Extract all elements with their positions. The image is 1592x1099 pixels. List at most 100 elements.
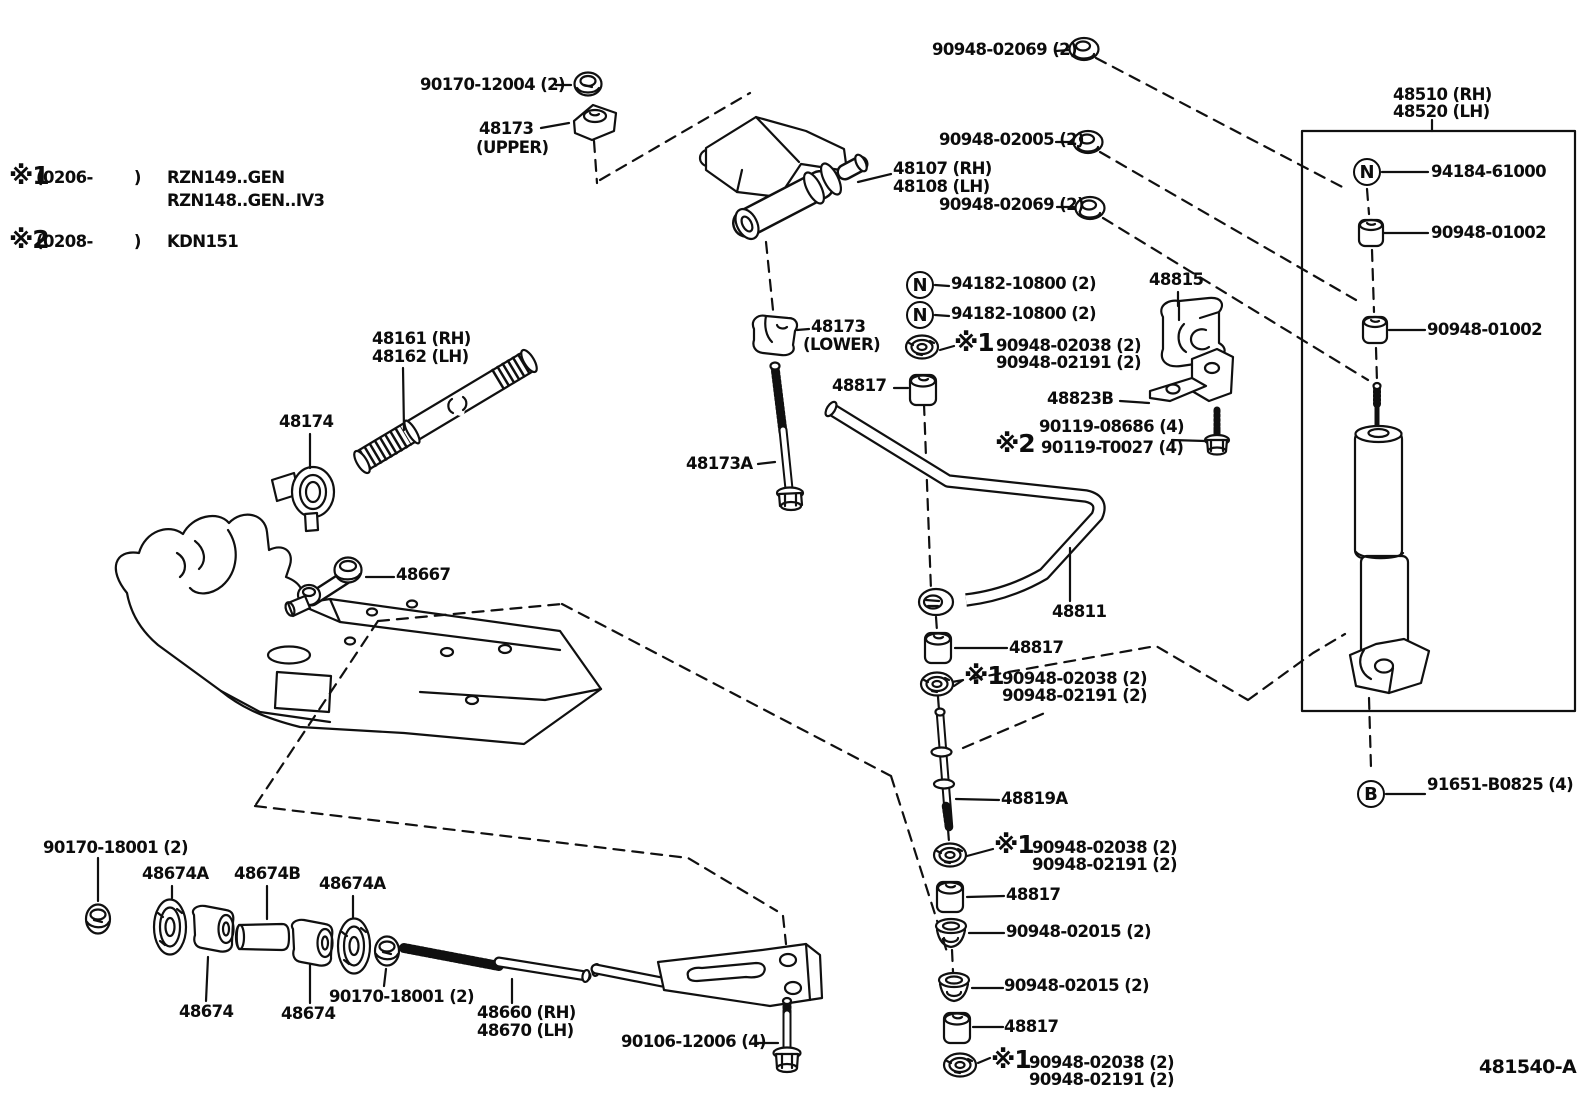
label-48817-2: 48817: [1009, 638, 1064, 657]
label-48823b: 48823B: [1047, 389, 1114, 408]
label-90170-18001-a: 90170-18001 (2): [43, 838, 189, 857]
label-94184-61000: 94184-61000: [1431, 162, 1547, 181]
shock-cushion-icon: [1357, 218, 1385, 248]
upper-cushion-drawing: [572, 103, 618, 142]
note2-model: KDN151: [167, 232, 239, 251]
bushing-icon: [923, 631, 953, 665]
upper-arm-bracket-drawing: [698, 115, 869, 241]
torque-arm-48667-drawing: [284, 556, 363, 618]
label-48674b: 48674B: [234, 864, 301, 883]
label-48108-lh: 48108 (LH): [893, 177, 990, 196]
label-90948-02191-w4: 90948-02191 (2): [1029, 1070, 1175, 1089]
washer-icon: [904, 334, 940, 360]
label-48173-upper-tag: (UPPER): [476, 138, 549, 157]
label-48173a: 48173A: [686, 454, 753, 473]
label-star1-w1: ※1: [954, 328, 995, 357]
shock-absorber-box: [1300, 129, 1577, 713]
dashed-lines: [253, 56, 1379, 974]
leader-lines: [96, 48, 1434, 1065]
note2-marker: ※2: [9, 225, 50, 254]
figure-code: 481540-A: [1479, 1056, 1577, 1078]
cushion-48674-icon: [290, 918, 334, 967]
label-90119-t0027: 90119-T0027 (4): [1041, 438, 1184, 457]
collar-48674b-icon: [234, 922, 291, 952]
label-90948-02038-w4: 90948-02038 (2): [1029, 1053, 1175, 1072]
label-90948-02191-w3: 90948-02191 (2): [1032, 855, 1178, 874]
label-90948-02069-mid: 90948-02069 (2): [939, 195, 1085, 214]
label-48173-lower: 48173: [811, 317, 866, 336]
stabilizer-bar-drawing: [824, 400, 1106, 617]
bushing-icon: [935, 880, 965, 914]
washer-48674a-icon: [152, 898, 188, 956]
label-90170-12004: 90170-12004 (2): [420, 75, 566, 94]
label-48817-4: 48817: [1004, 1017, 1059, 1036]
label-90948-01002-b: 90948-01002: [1427, 320, 1543, 339]
label-48674-2: 48674: [281, 1004, 336, 1023]
label-48674a-2: 48674A: [319, 874, 386, 893]
bushing-icon: [942, 1011, 972, 1045]
label-90948-02015-b: 90948-02015 (2): [1004, 976, 1150, 995]
label-48660-rh: 48660 (RH): [477, 1003, 576, 1022]
bolt-90106-drawing: [772, 996, 802, 1074]
nut-symbol-circle: N: [906, 271, 934, 299]
label-90948-02038-w1: 90948-02038 (2): [996, 336, 1142, 355]
note1-model-a: RZN149..GEN: [167, 168, 285, 187]
washer-icon: [942, 1052, 978, 1078]
label-48817-1: 48817: [832, 376, 887, 395]
washer-48674a-icon: [336, 917, 372, 975]
label-90948-02038-w2: 90948-02038 (2): [1002, 669, 1148, 688]
label-48819a: 48819A: [1001, 789, 1068, 808]
label-90948-02015-a: 90948-02015 (2): [1006, 922, 1152, 941]
label-star1-w4: ※1: [991, 1045, 1032, 1074]
note1-model-b: RZN148..GEN..IV3: [167, 191, 325, 210]
label-48174: 48174: [279, 412, 334, 431]
nut-symbol-circle: N: [906, 301, 934, 329]
label-48817-3: 48817: [1006, 885, 1061, 904]
retainer-48174-drawing: [270, 465, 336, 533]
label-48162-lh: 48162 (LH): [372, 347, 469, 366]
label-48674-1: 48674: [179, 1002, 234, 1021]
note1-marker: ※1: [9, 161, 50, 190]
shock-cushion-icon: [1361, 315, 1389, 345]
label-48173-lower-tag: (LOWER): [803, 335, 881, 354]
strut-bar-drawing: [399, 942, 824, 1008]
label-94182-10800-a: 94182-10800 (2): [951, 274, 1097, 293]
nut-symbol-circle: N: [1353, 158, 1381, 186]
label-48107-rh: 48107 (RH): [893, 159, 992, 178]
label-90948-02069-top: 90948-02069 (2): [932, 40, 1078, 59]
label-90948-02005: 90948-02005 (2): [939, 130, 1085, 149]
label-48674a-1: 48674A: [142, 864, 209, 883]
label-91651-b0825: 91651-B0825 (4): [1427, 775, 1574, 794]
label-48811: 48811: [1052, 602, 1107, 621]
shock-absorber-drawing: [1348, 381, 1431, 695]
front-crossmember-drawing: [114, 513, 603, 746]
nut-icon: [84, 903, 112, 935]
note1-range: (0206- ): [36, 168, 141, 187]
label-90948-01002-a: 90948-01002: [1431, 223, 1547, 242]
bolt-48173a-drawing: [769, 361, 805, 512]
label-star1-w2: ※1: [964, 661, 1005, 690]
stabilizer-link-drawing: [930, 707, 956, 832]
label-48173-upper: 48173: [479, 119, 534, 138]
label-48815: 48815: [1149, 270, 1204, 289]
washer-icon: [919, 671, 955, 697]
label-90948-02038-w3: 90948-02038 (2): [1032, 838, 1178, 857]
torsion-bar-drawing: [353, 348, 538, 475]
label-90170-18001-b: 90170-18001 (2): [329, 987, 475, 1006]
label-star2: ※2: [995, 429, 1036, 458]
lower-cushion-drawing: [751, 314, 799, 357]
upper-nut-icon: [573, 71, 603, 97]
label-90948-02191-w2: 90948-02191 (2): [1002, 686, 1148, 705]
label-48161-rh: 48161 (RH): [372, 329, 471, 348]
bushing-icon: [908, 373, 938, 407]
washer-icon: [932, 842, 968, 868]
stabilizer-bushing-bracket-drawing: [1148, 296, 1235, 456]
label-90948-02191-w1: 90948-02191 (2): [996, 353, 1142, 372]
label-48510-rh: 48510 (RH): [1393, 85, 1492, 104]
nut-icon: [373, 935, 401, 967]
cushion-48674-icon: [191, 904, 235, 953]
retainer-cup-icon: [937, 971, 971, 1003]
label-90119-08686: 90119-08686 (4): [1039, 417, 1185, 436]
label-star1-w3: ※1: [994, 830, 1035, 859]
